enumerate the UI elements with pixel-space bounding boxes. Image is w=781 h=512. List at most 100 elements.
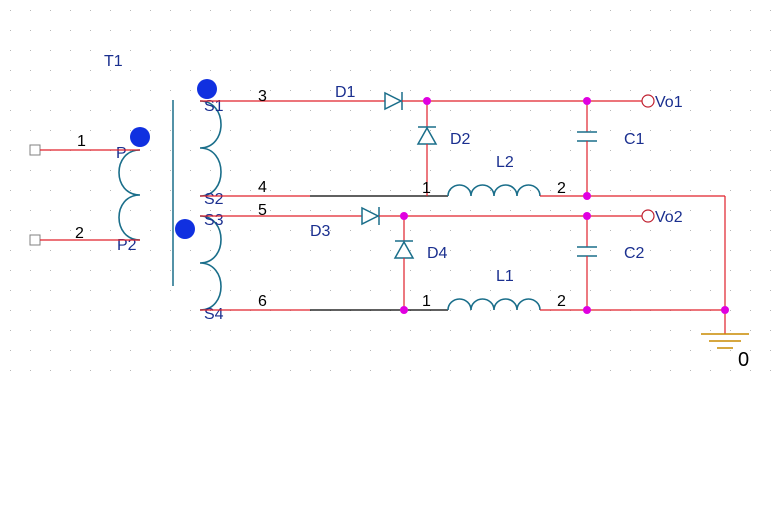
grid-dot	[610, 50, 611, 51]
node-4-label: 4	[258, 179, 267, 196]
grid-dot	[270, 110, 271, 111]
input-port-1[interactable]	[29, 144, 41, 156]
diode-d1[interactable]	[384, 91, 403, 111]
grid-dot	[610, 10, 611, 11]
grid-dot	[50, 10, 51, 11]
grid-dot	[470, 310, 471, 311]
grid-dot	[330, 210, 331, 211]
grid-dot	[50, 50, 51, 51]
grid-dot	[450, 250, 451, 251]
grid-dot	[550, 170, 551, 171]
grid-dot	[290, 370, 291, 371]
diode-d4[interactable]	[393, 240, 415, 259]
grid-dot	[190, 30, 191, 31]
grid-dot	[110, 110, 111, 111]
output-port-vo2[interactable]	[641, 209, 655, 223]
grid-dot	[730, 370, 731, 371]
transformer-t1[interactable]: T1 P P2 S1 S2 S3 S4	[104, 53, 224, 323]
grid-dot	[610, 90, 611, 91]
grid-dot	[570, 150, 571, 151]
grid-dot	[510, 10, 511, 11]
grid-dot	[350, 210, 351, 211]
grid-dot	[690, 130, 691, 131]
grid-dot	[730, 310, 731, 311]
grid-dot	[170, 290, 171, 291]
grid-dot	[250, 210, 251, 211]
grid-dot	[230, 250, 231, 251]
grid-dot	[270, 90, 271, 91]
grid-dot	[90, 210, 91, 211]
output-port-vo1[interactable]	[641, 94, 655, 108]
grid-dot	[150, 250, 151, 251]
grid-dot	[50, 70, 51, 71]
grid-dot	[570, 10, 571, 11]
grid-dot	[370, 90, 371, 91]
grid-dot	[390, 290, 391, 291]
grid-dot	[370, 230, 371, 231]
junction	[583, 306, 591, 314]
capacitor-c1[interactable]	[577, 131, 597, 142]
grid-dot	[390, 250, 391, 251]
background-grid	[10, 10, 771, 371]
grid-dot	[770, 50, 771, 51]
grid-dot	[670, 370, 671, 371]
grid-dot	[150, 350, 151, 351]
grid-dot	[590, 350, 591, 351]
inductor-l2[interactable]	[447, 184, 541, 197]
grid-dot	[210, 30, 211, 31]
grid-dot	[30, 310, 31, 311]
grid-dot	[290, 90, 291, 91]
grid-dot	[50, 190, 51, 191]
grid-dot	[110, 90, 111, 91]
diode-d3[interactable]	[361, 206, 380, 226]
grid-dot	[410, 350, 411, 351]
inductor-l1[interactable]	[447, 298, 541, 311]
grid-dot	[450, 170, 451, 171]
grid-dot	[610, 130, 611, 131]
grid-dot	[710, 30, 711, 31]
grid-dot	[150, 70, 151, 71]
upper-rectifier: D1 D2 L2 1 2 C1 Vo1	[335, 84, 725, 200]
grid-dot	[130, 310, 131, 311]
grid-dot	[170, 50, 171, 51]
grid-dot	[70, 290, 71, 291]
grid-dot	[650, 10, 651, 11]
grid-dot	[650, 230, 651, 231]
grid-dot	[330, 150, 331, 151]
grid-dot	[730, 50, 731, 51]
grid-dot	[290, 110, 291, 111]
grid-dot	[50, 330, 51, 331]
grid-dot	[450, 350, 451, 351]
grid-dot	[70, 30, 71, 31]
grid-dot	[630, 30, 631, 31]
grid-dot	[70, 270, 71, 271]
grid-dot	[230, 90, 231, 91]
grid-dot	[450, 10, 451, 11]
grid-dot	[190, 50, 191, 51]
grid-dot	[350, 370, 351, 371]
input-port-2[interactable]	[29, 234, 41, 246]
grid-dot	[530, 30, 531, 31]
grid-dot	[670, 170, 671, 171]
grid-dot	[690, 190, 691, 191]
grid-dot	[150, 190, 151, 191]
grid-dot	[550, 290, 551, 291]
diode-d2[interactable]	[416, 126, 438, 145]
grid-dot	[590, 130, 591, 131]
grid-dot	[110, 230, 111, 231]
grid-dot	[750, 190, 751, 191]
capacitor-c2[interactable]	[577, 246, 597, 257]
grid-dot	[610, 370, 611, 371]
grid-dot	[170, 90, 171, 91]
grid-dot	[10, 10, 11, 11]
grid-dot	[350, 130, 351, 131]
grid-dot	[70, 50, 71, 51]
grid-dot	[650, 250, 651, 251]
grid-dot	[230, 10, 231, 11]
grid-dot	[10, 130, 11, 131]
ground-symbol[interactable]	[701, 333, 749, 349]
grid-dot	[90, 170, 91, 171]
grid-dot	[290, 70, 291, 71]
grid-dot	[670, 210, 671, 211]
grid-dot	[170, 270, 171, 271]
